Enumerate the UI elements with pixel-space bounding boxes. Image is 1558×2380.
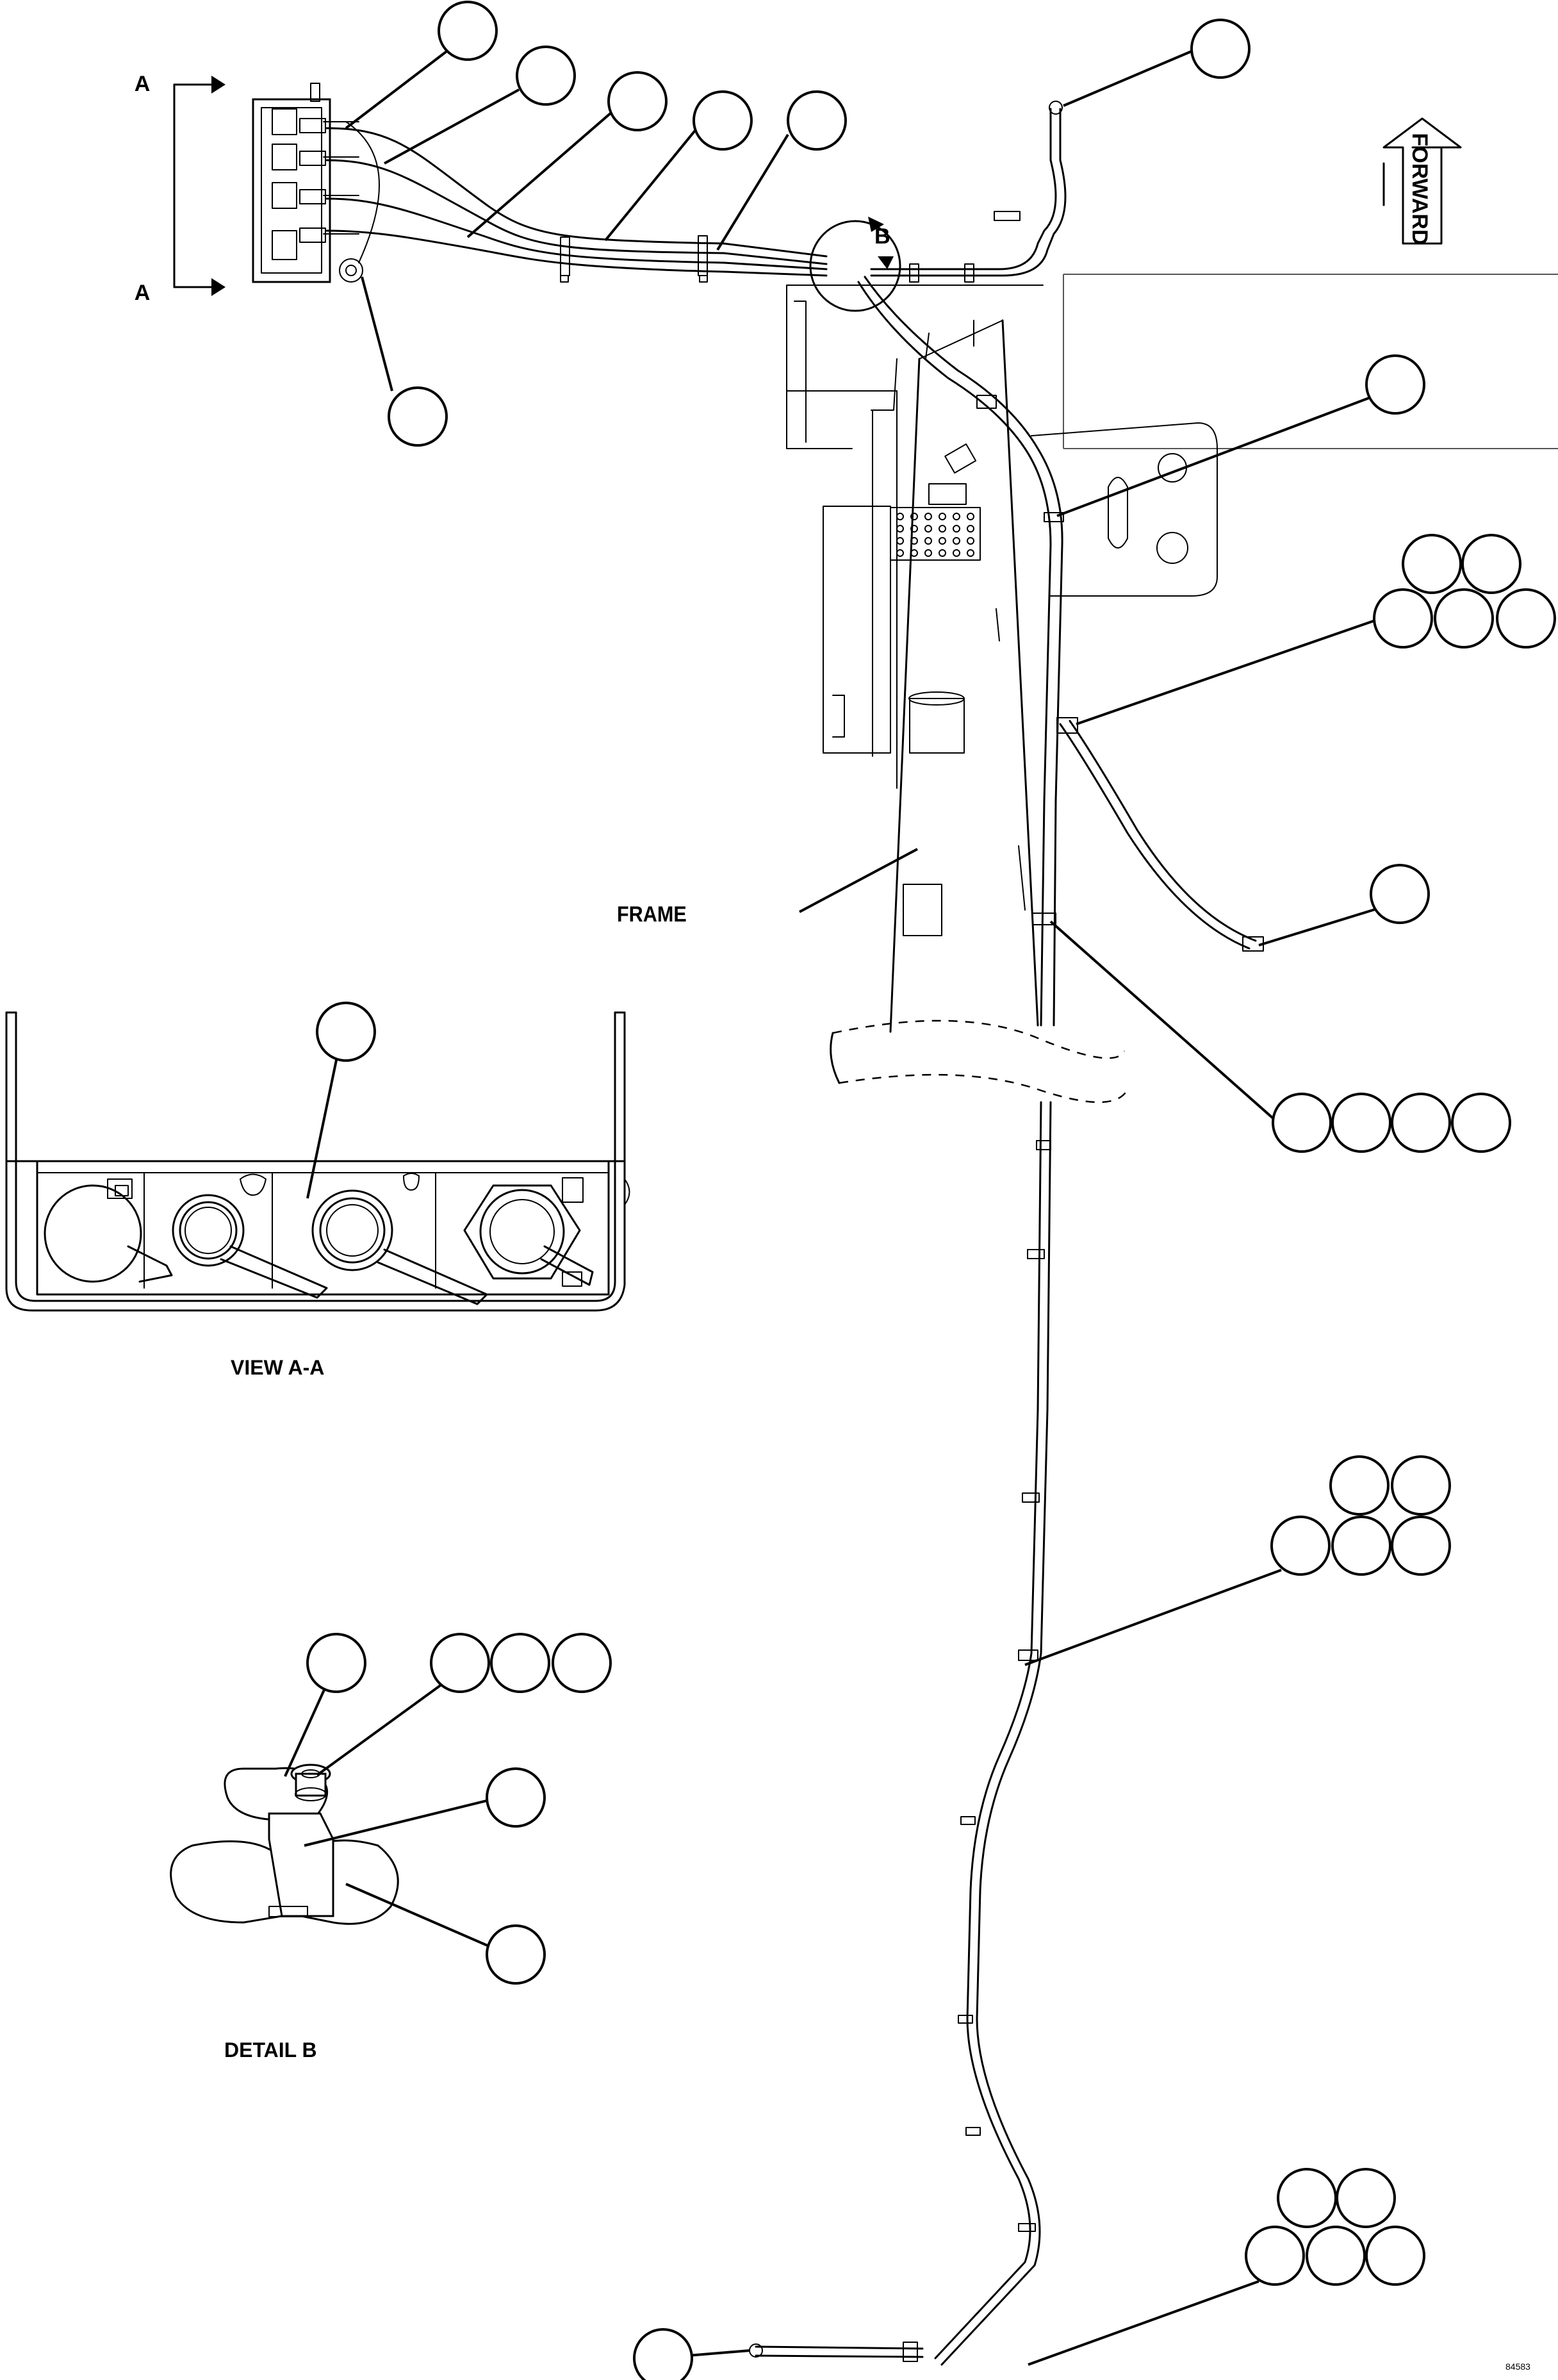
callout-balloon bbox=[316, 1002, 376, 1062]
grid-plate-hole bbox=[910, 525, 918, 533]
frame-label: FRAME bbox=[617, 902, 687, 927]
callout-balloon bbox=[486, 1924, 546, 1985]
callout-balloon bbox=[1373, 588, 1433, 649]
section-arrow-a: A A bbox=[135, 72, 226, 305]
grid-plate-hole bbox=[939, 549, 946, 557]
grid-plate-hole bbox=[939, 537, 946, 545]
grid-plate-hole bbox=[967, 513, 974, 520]
grid-plate-hole bbox=[953, 525, 960, 533]
callout-balloon bbox=[1402, 534, 1462, 594]
callout-balloon bbox=[430, 1633, 490, 1693]
grid-plate-hole bbox=[924, 525, 932, 533]
callout-balloon bbox=[1306, 2226, 1366, 2286]
grid-plate-hole bbox=[896, 525, 904, 533]
callout-balloon bbox=[388, 386, 448, 447]
callout-balloon bbox=[1270, 1516, 1331, 1576]
grid-plate-holes bbox=[896, 513, 974, 557]
grid-plate-hole bbox=[896, 537, 904, 545]
grid-plate-hole bbox=[967, 525, 974, 533]
grid-plate-hole bbox=[924, 513, 932, 520]
callout-balloon bbox=[1245, 2226, 1305, 2286]
grid-plate-hole bbox=[967, 537, 974, 545]
grid-plate-hole bbox=[939, 513, 946, 520]
grid-plate-hole bbox=[967, 549, 974, 557]
grid-plate-hole bbox=[953, 513, 960, 520]
callout-balloon bbox=[693, 90, 753, 151]
grid-plate-hole bbox=[896, 513, 904, 520]
callout-balloon bbox=[1336, 2168, 1396, 2228]
hose-routing bbox=[749, 101, 1264, 2366]
callout-balloon bbox=[1277, 2168, 1337, 2228]
grid-plate-hole bbox=[953, 537, 960, 545]
grid-plate-hole bbox=[939, 525, 946, 533]
grid-plate-hole bbox=[896, 549, 904, 557]
section-label-bottom: A bbox=[135, 281, 151, 305]
callout-balloon bbox=[552, 1633, 612, 1693]
callout-balloon bbox=[516, 45, 576, 106]
detail-caption: DETAIL B bbox=[224, 2038, 317, 2062]
detail-b-clamp: DETAIL B bbox=[170, 1764, 399, 2062]
detail-b-callout: B bbox=[809, 217, 901, 312]
callout-balloon bbox=[1391, 1093, 1451, 1153]
balloons bbox=[306, 1, 1556, 2380]
callout-balloon bbox=[1331, 1093, 1391, 1153]
grid-plate-hole bbox=[924, 537, 932, 545]
callout-balloon bbox=[1434, 588, 1494, 649]
callout-balloon bbox=[1365, 354, 1425, 415]
forward-arrow: FORWARD bbox=[1382, 117, 1462, 245]
callout-balloon bbox=[1496, 588, 1556, 649]
callout-balloon bbox=[1391, 1516, 1451, 1576]
leader-lines bbox=[284, 49, 1378, 2366]
callout-balloon bbox=[787, 90, 847, 151]
callout-balloon bbox=[1272, 1093, 1332, 1153]
callout-balloon bbox=[1391, 1455, 1451, 1516]
callout-balloon bbox=[1329, 1455, 1390, 1516]
frame-label-group: FRAME bbox=[617, 848, 918, 927]
callout-balloon bbox=[1331, 1516, 1391, 1576]
grid-plate-hole bbox=[924, 549, 932, 557]
vehicle-frame-outline bbox=[786, 274, 1558, 1103]
callout-balloon bbox=[486, 1767, 546, 1828]
control-valve-box bbox=[252, 83, 363, 283]
section-label-top: A bbox=[135, 72, 151, 96]
hose-bundle bbox=[325, 121, 828, 283]
grid-plate-hole bbox=[910, 513, 918, 520]
callout-balloon bbox=[1370, 864, 1430, 924]
grid-plate-hole bbox=[953, 549, 960, 557]
grid-plate-hole bbox=[910, 537, 918, 545]
figure-id: 84583 bbox=[1505, 2361, 1530, 2372]
callout-balloon bbox=[607, 71, 668, 131]
callout-balloon bbox=[1461, 534, 1521, 594]
detail-ref-label: B bbox=[874, 224, 890, 249]
callout-balloon bbox=[490, 1633, 550, 1693]
view-a-a: VIEW A-A bbox=[5, 1011, 630, 1379]
view-caption: VIEW A-A bbox=[231, 1356, 324, 1379]
callout-balloon bbox=[306, 1633, 366, 1693]
callout-balloon bbox=[438, 1, 498, 61]
callout-balloon bbox=[633, 2328, 693, 2380]
callout-balloon bbox=[1190, 19, 1250, 79]
forward-label: FORWARD bbox=[1407, 133, 1432, 245]
grid-plate-hole bbox=[910, 549, 918, 557]
callout-balloon bbox=[1365, 2226, 1425, 2286]
callout-balloon bbox=[1451, 1093, 1511, 1153]
